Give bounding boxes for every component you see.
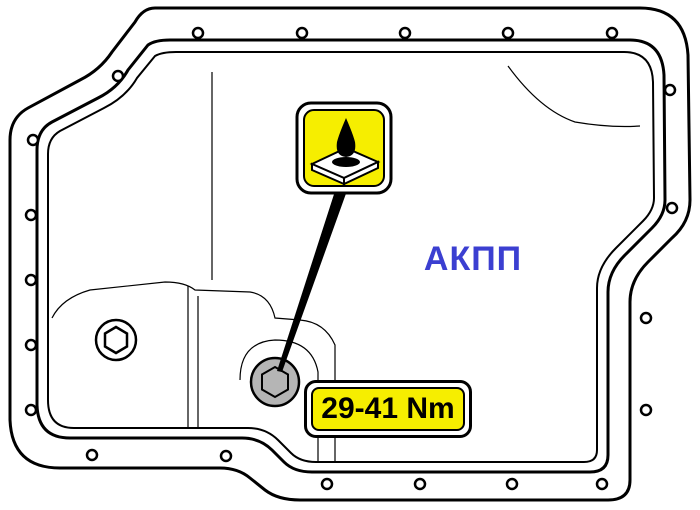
pan-contour-right — [507, 65, 641, 128]
bolt-hole-icon — [24, 403, 38, 417]
bolt-hole-icon — [605, 26, 619, 40]
pan-contour-lower — [51, 281, 336, 462]
pan-contour-plug-boss — [239, 339, 319, 462]
bolt-hole-icon — [663, 83, 677, 97]
bolt-hole-icon — [191, 26, 205, 40]
pan-rim-inner — [47, 51, 656, 463]
transmission-label: АКПП — [423, 240, 523, 278]
bolt-hole-icon — [295, 26, 309, 40]
bolt-holes — [24, 26, 679, 491]
bolt-hole-icon — [665, 201, 679, 215]
bolt-hole-icon — [320, 477, 334, 491]
bolt-hole-icon — [24, 273, 38, 287]
torque-badge: 29-41 Nm — [304, 380, 472, 438]
pan-contour-boss — [187, 286, 199, 428]
pan-rim-outer — [35, 38, 667, 474]
bolt-hole-icon — [26, 133, 40, 147]
pan-flange-outer — [8, 6, 692, 502]
torque-value: 29-41 Nm — [311, 387, 465, 431]
bolt-hole-icon — [219, 449, 233, 463]
hex-plug-icon — [94, 318, 138, 362]
bolt-hole-icon — [24, 338, 38, 352]
bolt-hole-icon — [398, 26, 412, 40]
leader-line — [277, 188, 348, 372]
bolt-hole-icon — [85, 448, 99, 462]
bolt-hole-icon — [111, 69, 125, 83]
drain-plug-icon — [249, 356, 301, 408]
bolt-hole-icon — [413, 477, 427, 491]
bolt-hole-icon — [24, 208, 38, 222]
bolt-hole-icon — [639, 311, 653, 325]
bolt-hole-icon — [595, 477, 609, 491]
bolt-hole-icon — [505, 477, 519, 491]
bolt-hole-icon — [639, 403, 653, 417]
oil-drop-on-tray-icon — [295, 101, 393, 195]
bolt-hole-icon — [501, 26, 515, 40]
